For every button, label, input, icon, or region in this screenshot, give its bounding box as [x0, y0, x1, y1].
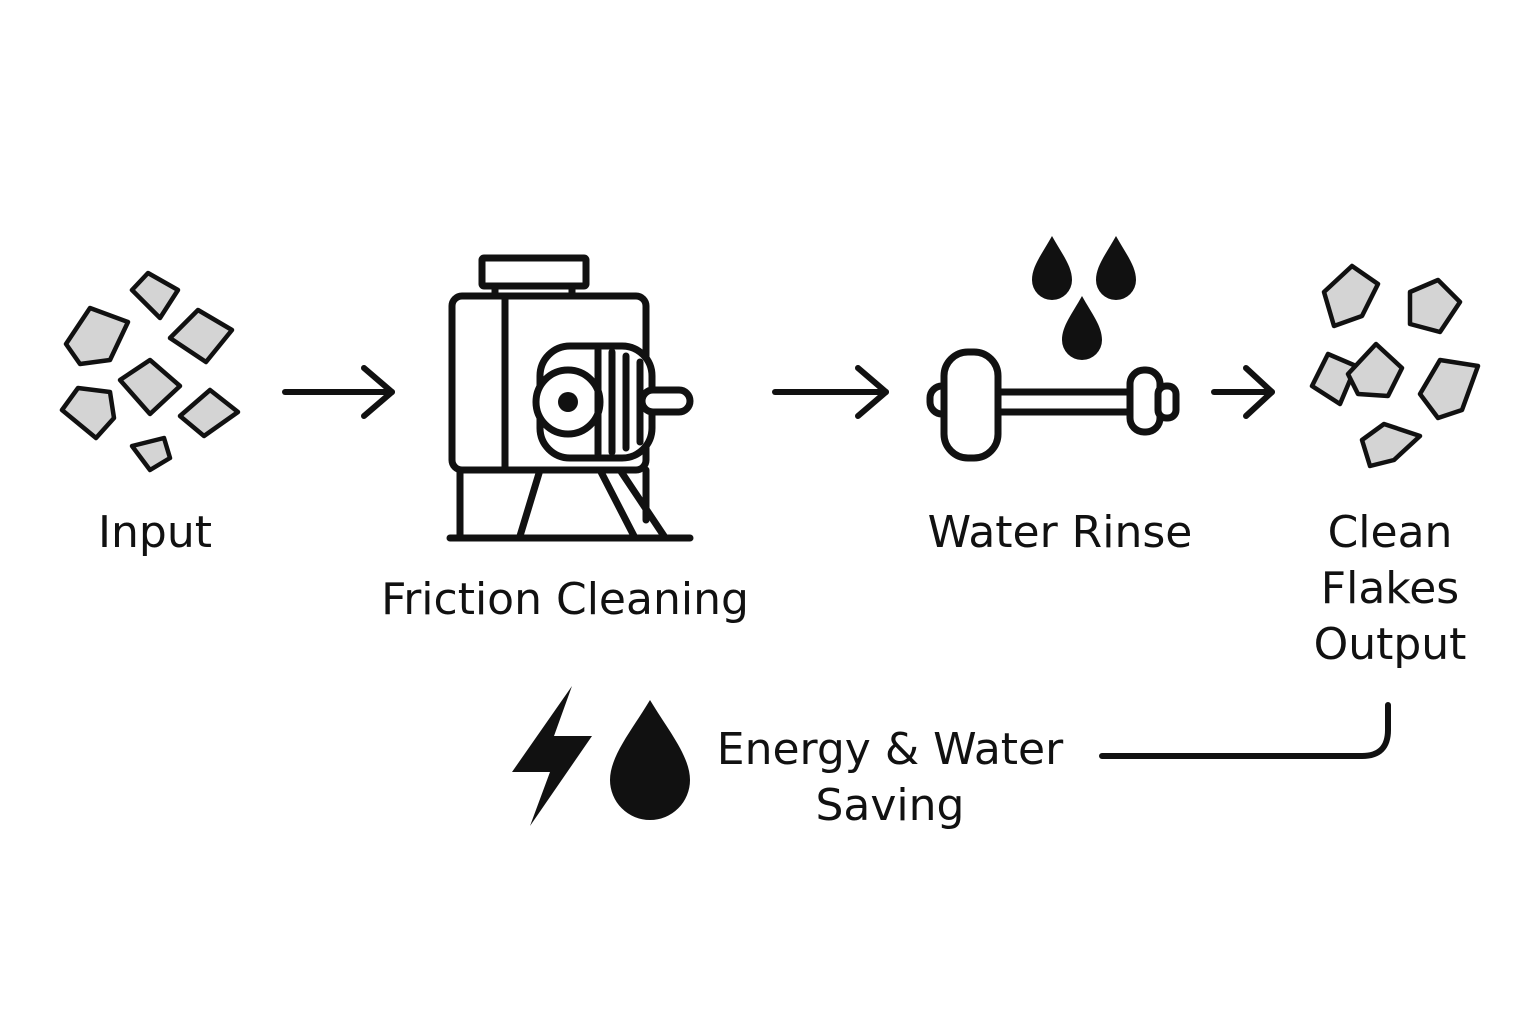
output-label-line: Output	[1313, 619, 1467, 670]
arrow-right-icon	[772, 365, 889, 419]
output-label-line: Clean	[1327, 507, 1453, 558]
lightning-bolt-icon	[512, 686, 592, 826]
return-line	[1099, 702, 1391, 759]
energy-water-saving-label: Energy & Water Saving	[700, 722, 1080, 834]
water-drops-icon	[1032, 236, 1136, 360]
arrow-right-icon	[282, 365, 395, 419]
clean-flakes-icon	[1309, 263, 1481, 469]
friction-washer-machine-icon	[446, 254, 694, 542]
output-label-line: Flakes	[1320, 563, 1460, 614]
plastic-flakes-icon	[59, 270, 241, 473]
arrow-right-icon	[1211, 365, 1275, 419]
input-label: Input	[98, 507, 212, 558]
friction-cleaning-label: Friction Cleaning	[381, 574, 749, 625]
saving-label-line: Saving	[815, 780, 965, 831]
clean-flakes-output-label: Clean Flakes Output	[1280, 505, 1500, 673]
rinse-rotor-icon	[926, 348, 1180, 462]
saving-label-line: Energy & Water	[716, 724, 1064, 775]
water-drop-icon	[610, 700, 690, 820]
water-rinse-label: Water Rinse	[927, 507, 1193, 558]
